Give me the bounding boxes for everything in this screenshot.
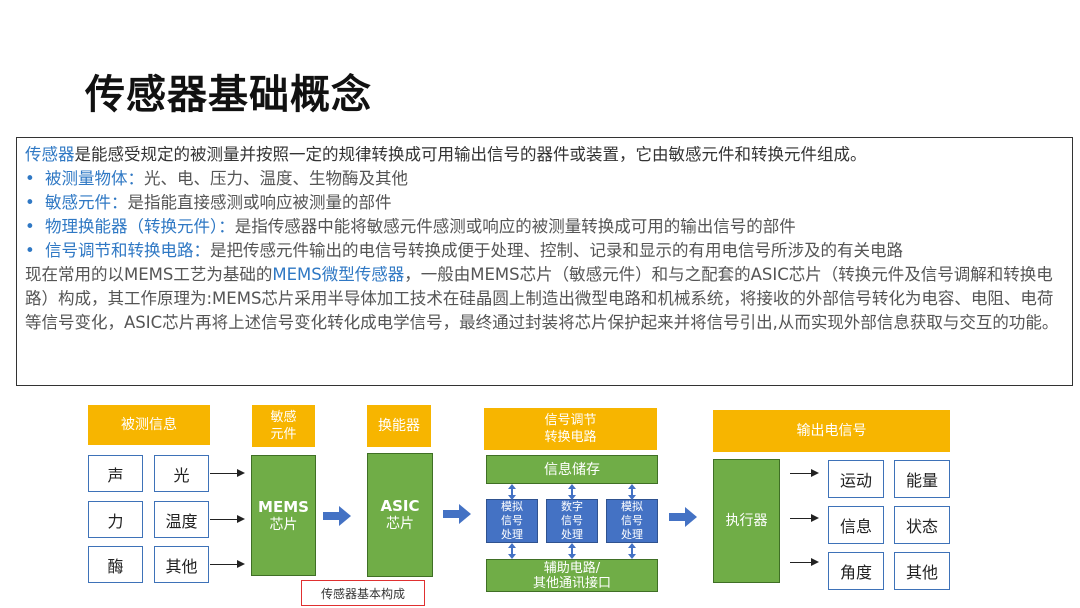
- actuator-block: 执行器: [713, 459, 780, 583]
- storage-block: 信息储存: [486, 455, 658, 484]
- arrow-right-icon: [669, 507, 697, 527]
- arrow-right-icon: [237, 560, 245, 568]
- bullet-icon: •: [25, 241, 35, 260]
- output-information: 信息: [828, 506, 884, 544]
- bullet-icon: •: [25, 217, 35, 236]
- bullet-desc: 是把传感元件输出的电信号转换成便于处理、控制、记录和显示的有用电信号所涉及的有关…: [210, 241, 903, 260]
- double-arrow-icon: [508, 484, 516, 500]
- input-temperature: 温度: [154, 501, 209, 538]
- mems-paragraph-prefix: 现在常用的以MEMS工艺为基础的: [25, 265, 273, 284]
- asic-chip-block: ASIC 芯片: [367, 453, 433, 577]
- digital-processing-block: 数字 信号 处理: [546, 499, 598, 543]
- asic-title: ASIC: [380, 497, 420, 515]
- input-enzyme: 酶: [88, 546, 143, 583]
- output-motion: 运动: [828, 460, 884, 498]
- bullet-item: • 敏感元件：是指能直接感测或响应被测量的部件: [25, 191, 1064, 215]
- bullet-term: 信号调节和转换电路：: [45, 241, 210, 260]
- analog-processing-block: 模拟 信号 处理: [606, 499, 658, 543]
- arrow-right-icon: [323, 506, 351, 526]
- input-force: 力: [88, 501, 143, 538]
- aux-circuit-block: 辅助电路/ 其他通讯接口: [486, 559, 658, 592]
- header-measured-info: 被测信息: [88, 405, 210, 445]
- asic-subtitle: 芯片: [386, 516, 414, 532]
- output-state: 状态: [894, 506, 950, 544]
- bullet-term: 敏感元件：: [45, 193, 128, 212]
- page-title: 传感器基础概念: [85, 72, 372, 118]
- bullet-item: • 物理换能器（转换元件）：是指传感器中能将敏感元件感测或响应的被测量转换成可用的…: [25, 215, 1064, 239]
- mems-term: MEMS微型传感器: [272, 265, 405, 284]
- double-arrow-icon: [628, 543, 636, 559]
- arrow-right-icon: [443, 504, 471, 524]
- bullet-desc: 光、电、压力、温度、生物酶及其他: [144, 169, 408, 188]
- mems-chip-block: MEMS 芯片: [251, 455, 316, 576]
- double-arrow-icon: [568, 484, 576, 500]
- output-other: 其他: [894, 552, 950, 590]
- mems-paragraph-text: ，一般由MEMS芯片（敏感元件）和与之配套的ASIC芯片（转换元件及信号调解和转…: [25, 265, 1059, 332]
- output-energy: 能量: [894, 460, 950, 498]
- arrow-right-icon: [237, 469, 245, 477]
- mems-subtitle: 芯片: [269, 516, 298, 533]
- bullet-desc: 是指传感器中能将敏感元件感测或响应的被测量转换成可用的输出信号的部件: [234, 217, 796, 236]
- double-arrow-icon: [568, 543, 576, 559]
- input-other: 其他: [154, 546, 209, 583]
- arrow-line: [210, 519, 238, 520]
- input-light: 光: [154, 455, 209, 492]
- bullet-icon: •: [25, 193, 35, 212]
- double-arrow-icon: [628, 484, 636, 500]
- intro-paragraph: 传感器是能感受规定的被测量并按照一定的规律转换成可用输出信号的器件或装置，它由敏…: [25, 143, 1064, 167]
- arrow-line: [210, 564, 238, 565]
- bullet-icon: •: [25, 169, 35, 188]
- arrow-line: [790, 473, 812, 474]
- output-angle: 角度: [828, 552, 884, 590]
- bullet-term: 被测量物体：: [45, 169, 144, 188]
- header-signal-conditioning: 信号调节 转换电路: [484, 408, 657, 450]
- bullet-desc: 是指能直接感测或响应被测量的部件: [127, 193, 392, 212]
- analog-processing-block: 模拟 信号 处理: [486, 499, 538, 543]
- header-sensitive-element: 敏感 元件: [252, 405, 315, 447]
- arrow-line: [790, 562, 812, 563]
- definition-textbox: 传感器是能感受规定的被测量并按照一定的规律转换成可用输出信号的器件或装置，它由敏…: [16, 137, 1073, 386]
- intro-term: 传感器: [25, 145, 75, 164]
- arrow-right-icon: [811, 469, 819, 477]
- bullet-item: • 被测量物体：光、电、压力、温度、生物酶及其他: [25, 167, 1064, 191]
- arrow-right-icon: [811, 514, 819, 522]
- double-arrow-icon: [508, 543, 516, 559]
- arrow-line: [790, 518, 812, 519]
- bullet-item: • 信号调节和转换电路：是把传感元件输出的电信号转换成便于处理、控制、记录和显示的…: [25, 239, 1064, 263]
- arrow-line: [210, 473, 238, 474]
- mems-paragraph: 现在常用的以MEMS工艺为基础的MEMS微型传感器，一般由MEMS芯片（敏感元件…: [25, 263, 1064, 335]
- header-transducer: 换能器: [367, 405, 431, 447]
- mems-title: MEMS: [258, 497, 309, 516]
- input-sound: 声: [88, 455, 143, 492]
- bullet-term: 物理换能器（转换元件）：: [45, 217, 235, 236]
- intro-text: 是能感受规定的被测量并按照一定的规律转换成可用输出信号的器件或装置，它由敏感元件…: [74, 145, 867, 164]
- arrow-right-icon: [811, 558, 819, 566]
- diagram-caption: 传感器基本构成: [301, 580, 425, 606]
- arrow-right-icon: [237, 515, 245, 523]
- header-output-signal: 输出电信号: [713, 410, 950, 452]
